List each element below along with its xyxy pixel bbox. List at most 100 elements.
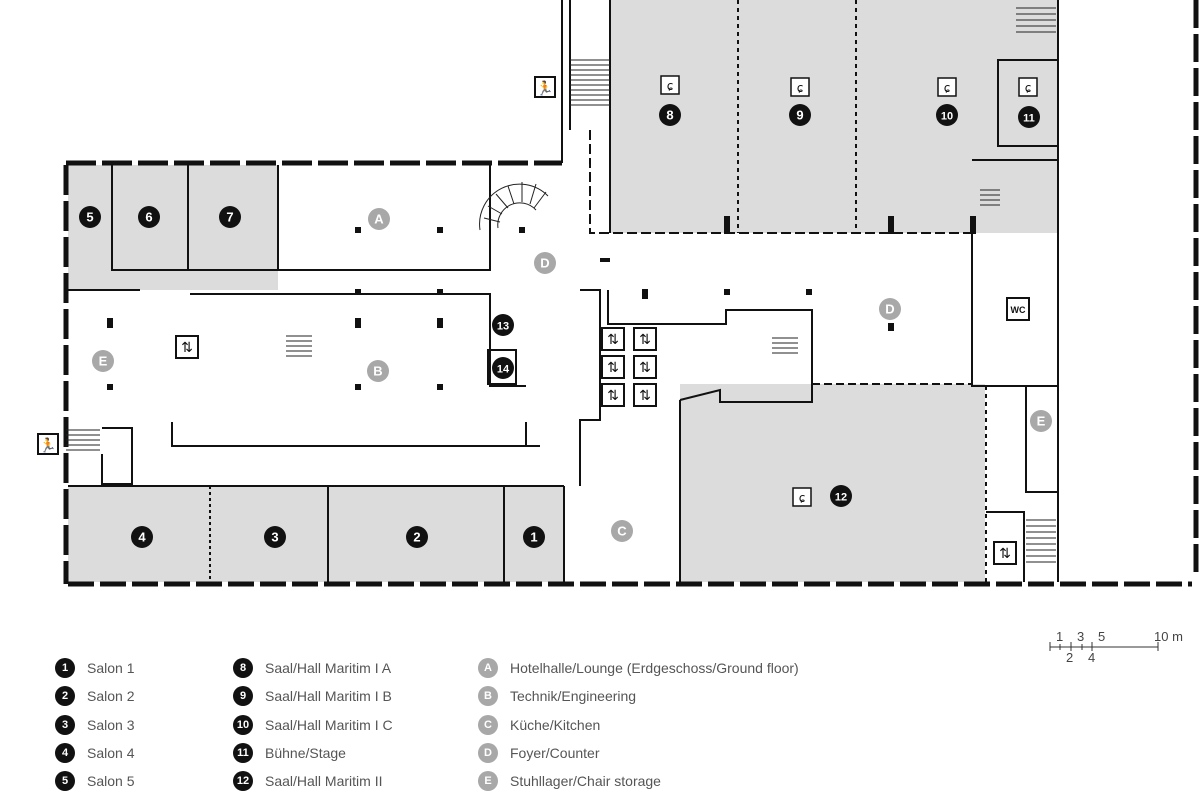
wc-label: WC	[1011, 305, 1026, 315]
legend-label: Stuhllager/Chair storage	[510, 773, 661, 790]
legend-badge: 12	[233, 771, 253, 792]
svg-text:E: E	[1037, 414, 1046, 429]
rigging-point-icons	[660, 75, 1038, 507]
svg-text:12: 12	[835, 492, 847, 504]
room-badge-B: B	[367, 360, 389, 382]
svg-text:9: 9	[796, 108, 803, 123]
legend-label: Bühne/Stage	[265, 745, 346, 762]
outer-walls	[63, 0, 1199, 587]
svg-text:1: 1	[530, 530, 537, 545]
svg-text:7: 7	[226, 210, 233, 225]
columns	[107, 216, 976, 390]
room-badge-E: E	[1030, 410, 1052, 432]
lift-icons	[175, 327, 1017, 565]
legend-item: B Technik/Engineering	[478, 682, 799, 710]
legend-label: Küche/Kitchen	[510, 716, 601, 733]
svg-text:B: B	[373, 364, 382, 379]
svg-text:ɕ: ɕ	[667, 79, 674, 93]
room-badge-9: 9	[789, 104, 811, 126]
svg-text:10: 10	[941, 111, 953, 123]
svg-text:🏃: 🏃	[39, 437, 56, 454]
svg-text:D: D	[540, 256, 549, 271]
legend-label: Saal/Hall Maritim II	[265, 773, 383, 790]
legend-item: 10 Saal/Hall Maritim I C	[233, 711, 393, 739]
svg-text:11: 11	[1023, 113, 1035, 125]
svg-text:⇅: ⇅	[181, 340, 193, 356]
legend-label: Salon 5	[87, 773, 135, 790]
rigging-hook-glyphs: ɕ ɕ ɕ ɕ ɕ	[667, 79, 1032, 505]
svg-text:⇅: ⇅	[639, 360, 651, 376]
legend-badge: 11	[233, 743, 253, 764]
room-badge-8: 8	[659, 104, 681, 126]
legend-badge: D	[478, 743, 498, 764]
room-badge-2: 2	[406, 526, 428, 548]
svg-text:8: 8	[666, 108, 673, 123]
legend-item: 5 Salon 5	[55, 767, 134, 795]
svg-text:ɕ: ɕ	[1025, 81, 1032, 95]
emergency-exit-icons: 🏃 🏃	[37, 76, 556, 455]
legend-badge: 1	[55, 658, 75, 679]
svg-text:ɕ: ɕ	[797, 81, 804, 95]
legend-badge: 2	[55, 686, 75, 707]
legend-badge: 5	[55, 771, 75, 792]
legend-label: Salon 4	[87, 745, 135, 762]
legend-item: 11 Bühne/Stage	[233, 739, 393, 767]
svg-text:E: E	[99, 354, 108, 369]
legend-label: Salon 3	[87, 716, 135, 733]
room-badge-3: 3	[264, 526, 286, 548]
legend-label: Foyer/Counter	[510, 745, 600, 762]
room-badge-10: 10	[936, 104, 958, 126]
legend-label: Saal/Hall Maritim I A	[265, 660, 392, 677]
legend-badge: 9	[233, 686, 253, 707]
scale-label-top: 3	[1077, 629, 1084, 644]
svg-text:ɕ: ɕ	[944, 81, 951, 95]
spiral-staircase	[479, 182, 549, 231]
stairs	[66, 7, 1056, 563]
legend-badge: E	[478, 771, 498, 792]
room-badge-C: C	[611, 520, 633, 542]
legend-label: Saal/Hall Maritim I B	[265, 688, 392, 705]
room-badge-11: 11	[1018, 106, 1040, 128]
scale-label-bottom: 2	[1066, 650, 1073, 665]
svg-text:6: 6	[145, 210, 152, 225]
room-badge-12: 12	[830, 485, 852, 507]
svg-text:⇅: ⇅	[639, 388, 651, 404]
legend-badge: 3	[55, 714, 75, 735]
svg-text:C: C	[617, 524, 627, 539]
svg-text:A: A	[374, 212, 384, 227]
legend-badge: 10	[233, 714, 253, 735]
room-badge-D: D	[879, 298, 901, 320]
room-badge-E: E	[92, 350, 114, 372]
legend-item: 9 Saal/Hall Maritim I B	[233, 682, 393, 710]
legend-label: Saal/Hall Maritim I C	[265, 716, 393, 733]
legend-item: D Foyer/Counter	[478, 739, 799, 767]
svg-text:⇅: ⇅	[639, 332, 651, 348]
svg-text:2: 2	[413, 530, 420, 545]
svg-text:5: 5	[86, 210, 93, 225]
room-badge-13: 13	[492, 314, 514, 336]
svg-text:13: 13	[497, 321, 509, 333]
svg-text:D: D	[885, 302, 894, 317]
room-fills	[68, 0, 1058, 582]
legend-badge: B	[478, 686, 498, 707]
legend-badge: A	[478, 658, 498, 679]
legend-item: 12 Saal/Hall Maritim II	[233, 767, 393, 795]
legend-label: Technik/Engineering	[510, 688, 637, 705]
svg-text:ɕ: ɕ	[799, 491, 806, 505]
svg-text:3: 3	[271, 530, 278, 545]
room-badge-A: A	[368, 208, 390, 230]
svg-text:⇅: ⇅	[607, 332, 619, 348]
lift-arrows: ⇅ ⇅⇅ ⇅⇅ ⇅⇅ ⇅	[181, 332, 1011, 562]
room-badge-5: 5	[79, 206, 101, 228]
room-badge-D: D	[534, 252, 556, 274]
room-badge-4: 4	[131, 526, 153, 548]
